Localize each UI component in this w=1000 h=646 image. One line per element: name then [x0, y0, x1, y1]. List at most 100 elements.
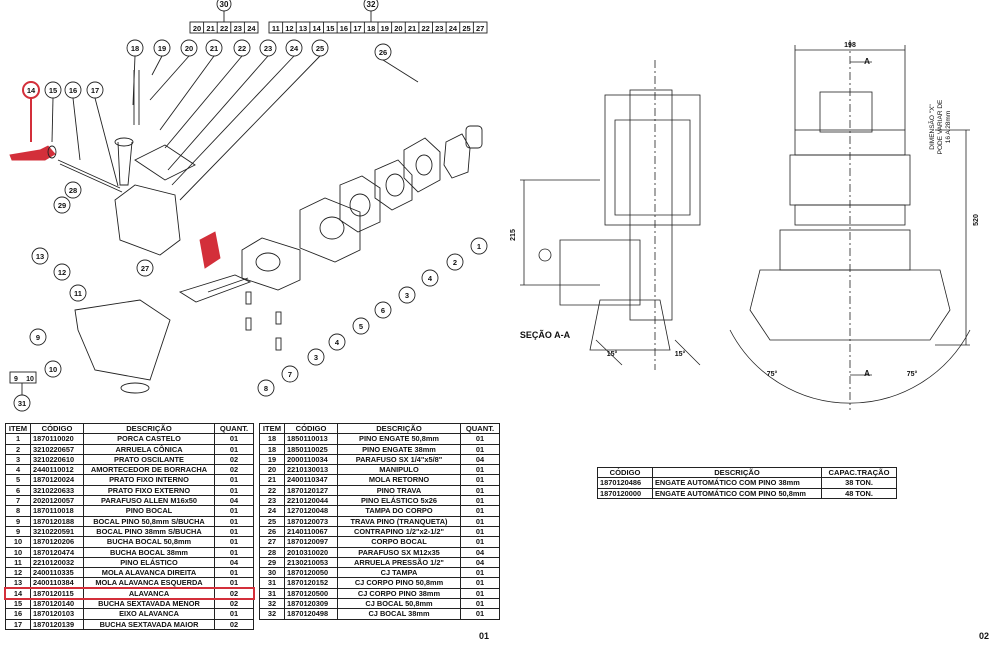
callout-5: 5: [359, 322, 363, 331]
table-cell: 01: [214, 546, 254, 558]
table-cell: BUCHA BOCAL 38mm: [83, 546, 215, 558]
callout-box-32-27: 27: [476, 24, 484, 33]
table-cell: 10: [5, 546, 31, 558]
callout-28: 28: [69, 186, 77, 195]
table-cell: 8: [5, 505, 31, 517]
table-cell: AMORTECEDOR DE BORRACHA: [83, 464, 215, 476]
table-cell: 27: [259, 536, 285, 548]
table-cell: 31: [259, 577, 285, 589]
table-cell: 6: [5, 484, 31, 497]
section-title: SEÇÃO A-A: [520, 330, 571, 340]
table-cell: 3210220633: [30, 484, 84, 497]
table-cell: PINO ENGATE 50,8mm: [337, 433, 461, 445]
callout-14: 14: [27, 86, 36, 95]
table-cell: CJ BOCAL 50,8mm: [337, 598, 461, 610]
table-cell: TRAVA PINO (TRANQUETA): [337, 515, 461, 527]
callout-8: 8: [264, 384, 268, 393]
table-cell: 1870120152: [284, 577, 338, 589]
table-cell: 2210120032: [30, 556, 84, 569]
table-cell: 01: [214, 433, 254, 445]
table-cell: 01: [460, 443, 500, 455]
table-cell: 04: [214, 495, 254, 507]
table-cell: BUCHA SEXTAVADA MAIOR: [83, 618, 215, 630]
table-cell: CONTRAPINO 1/2"x2-1/2": [337, 525, 461, 538]
table-cell: PRATO FIXO INTERNO: [83, 474, 215, 486]
table-cell: 16: [5, 608, 31, 620]
callout-box-30-23: 23: [234, 24, 242, 33]
header-item: ITEM: [5, 422, 31, 435]
table-cell: 01: [460, 608, 500, 620]
table-cell: 19: [259, 453, 285, 466]
callout-10: 10: [49, 365, 57, 374]
table-cell: 15: [5, 598, 31, 610]
table-cell: 01: [460, 587, 500, 600]
angle-75-right: 75°: [907, 370, 918, 378]
table-cell: 1870120498: [284, 608, 338, 620]
callout-box-30-21: 21: [206, 24, 214, 33]
page-number-right: 02: [979, 631, 990, 641]
table-cell: 04: [460, 453, 500, 466]
table-cell: 01: [460, 464, 500, 476]
header-description: DESCRIÇÃO: [337, 422, 461, 435]
table-cell: CJ CORPO PINO 38mm: [337, 587, 461, 600]
table-cell: 2000110034: [284, 453, 338, 466]
table-cell: 1870120024: [30, 474, 84, 486]
table-cell: BOCAL PINO 38mm S/BUCHA: [83, 525, 215, 538]
table-cell: CJ TAMPA: [337, 567, 461, 579]
table-cell: PARAFUSO ALLEN M16x50: [83, 495, 215, 507]
table-cell: 2400110384: [30, 577, 84, 589]
table-cell: 1870120127: [284, 484, 338, 497]
table-cell: 29: [259, 556, 285, 569]
table-cell: PRATO FIXO EXTERNO: [83, 484, 215, 497]
table-cell: 18: [259, 433, 285, 445]
table-cell: 3210220657: [30, 443, 84, 455]
callout-box-32-13: 13: [299, 24, 307, 33]
table-cell: 01: [460, 505, 500, 517]
models-table: CÓDIGO DESCRIÇÃO CAPAC.TRAÇÃO 1870120486…: [597, 466, 897, 499]
callout-box-10: 10: [26, 376, 34, 383]
callout-13: 13: [36, 252, 44, 261]
dim-note-2: PODE VARIAR DE: [937, 99, 944, 154]
callout-box-30-24: 24: [247, 24, 256, 33]
callout-box-32-25: 25: [462, 24, 470, 33]
callout-23: 23: [264, 44, 272, 53]
table-cell: 24: [259, 505, 285, 517]
table-cell: 9: [5, 525, 31, 538]
callout-24: 24: [290, 44, 299, 53]
callout-29: 29: [58, 201, 66, 210]
table-cell: MANIPULO: [337, 464, 461, 476]
table-cell: CJ BOCAL 38mm: [337, 608, 461, 620]
table-cell: 1870120474: [30, 546, 84, 558]
table-cell: 01: [214, 474, 254, 486]
table-cell: 01: [214, 505, 254, 517]
callout-box-32-11: 11: [272, 24, 280, 33]
callout-26: 26: [379, 48, 387, 57]
section-a-top: A: [864, 57, 870, 66]
callout-2: 2: [453, 258, 457, 267]
table-cell: 01: [460, 515, 500, 527]
callout-box-30-22: 22: [220, 24, 228, 33]
callout-3: 3: [314, 353, 318, 362]
table-cell: CJ CORPO PINO 50,8mm: [337, 577, 461, 589]
table-cell: 01: [214, 567, 254, 579]
table-cell: 1870120073: [284, 515, 338, 527]
callout-box-32-18: 18: [367, 24, 375, 33]
